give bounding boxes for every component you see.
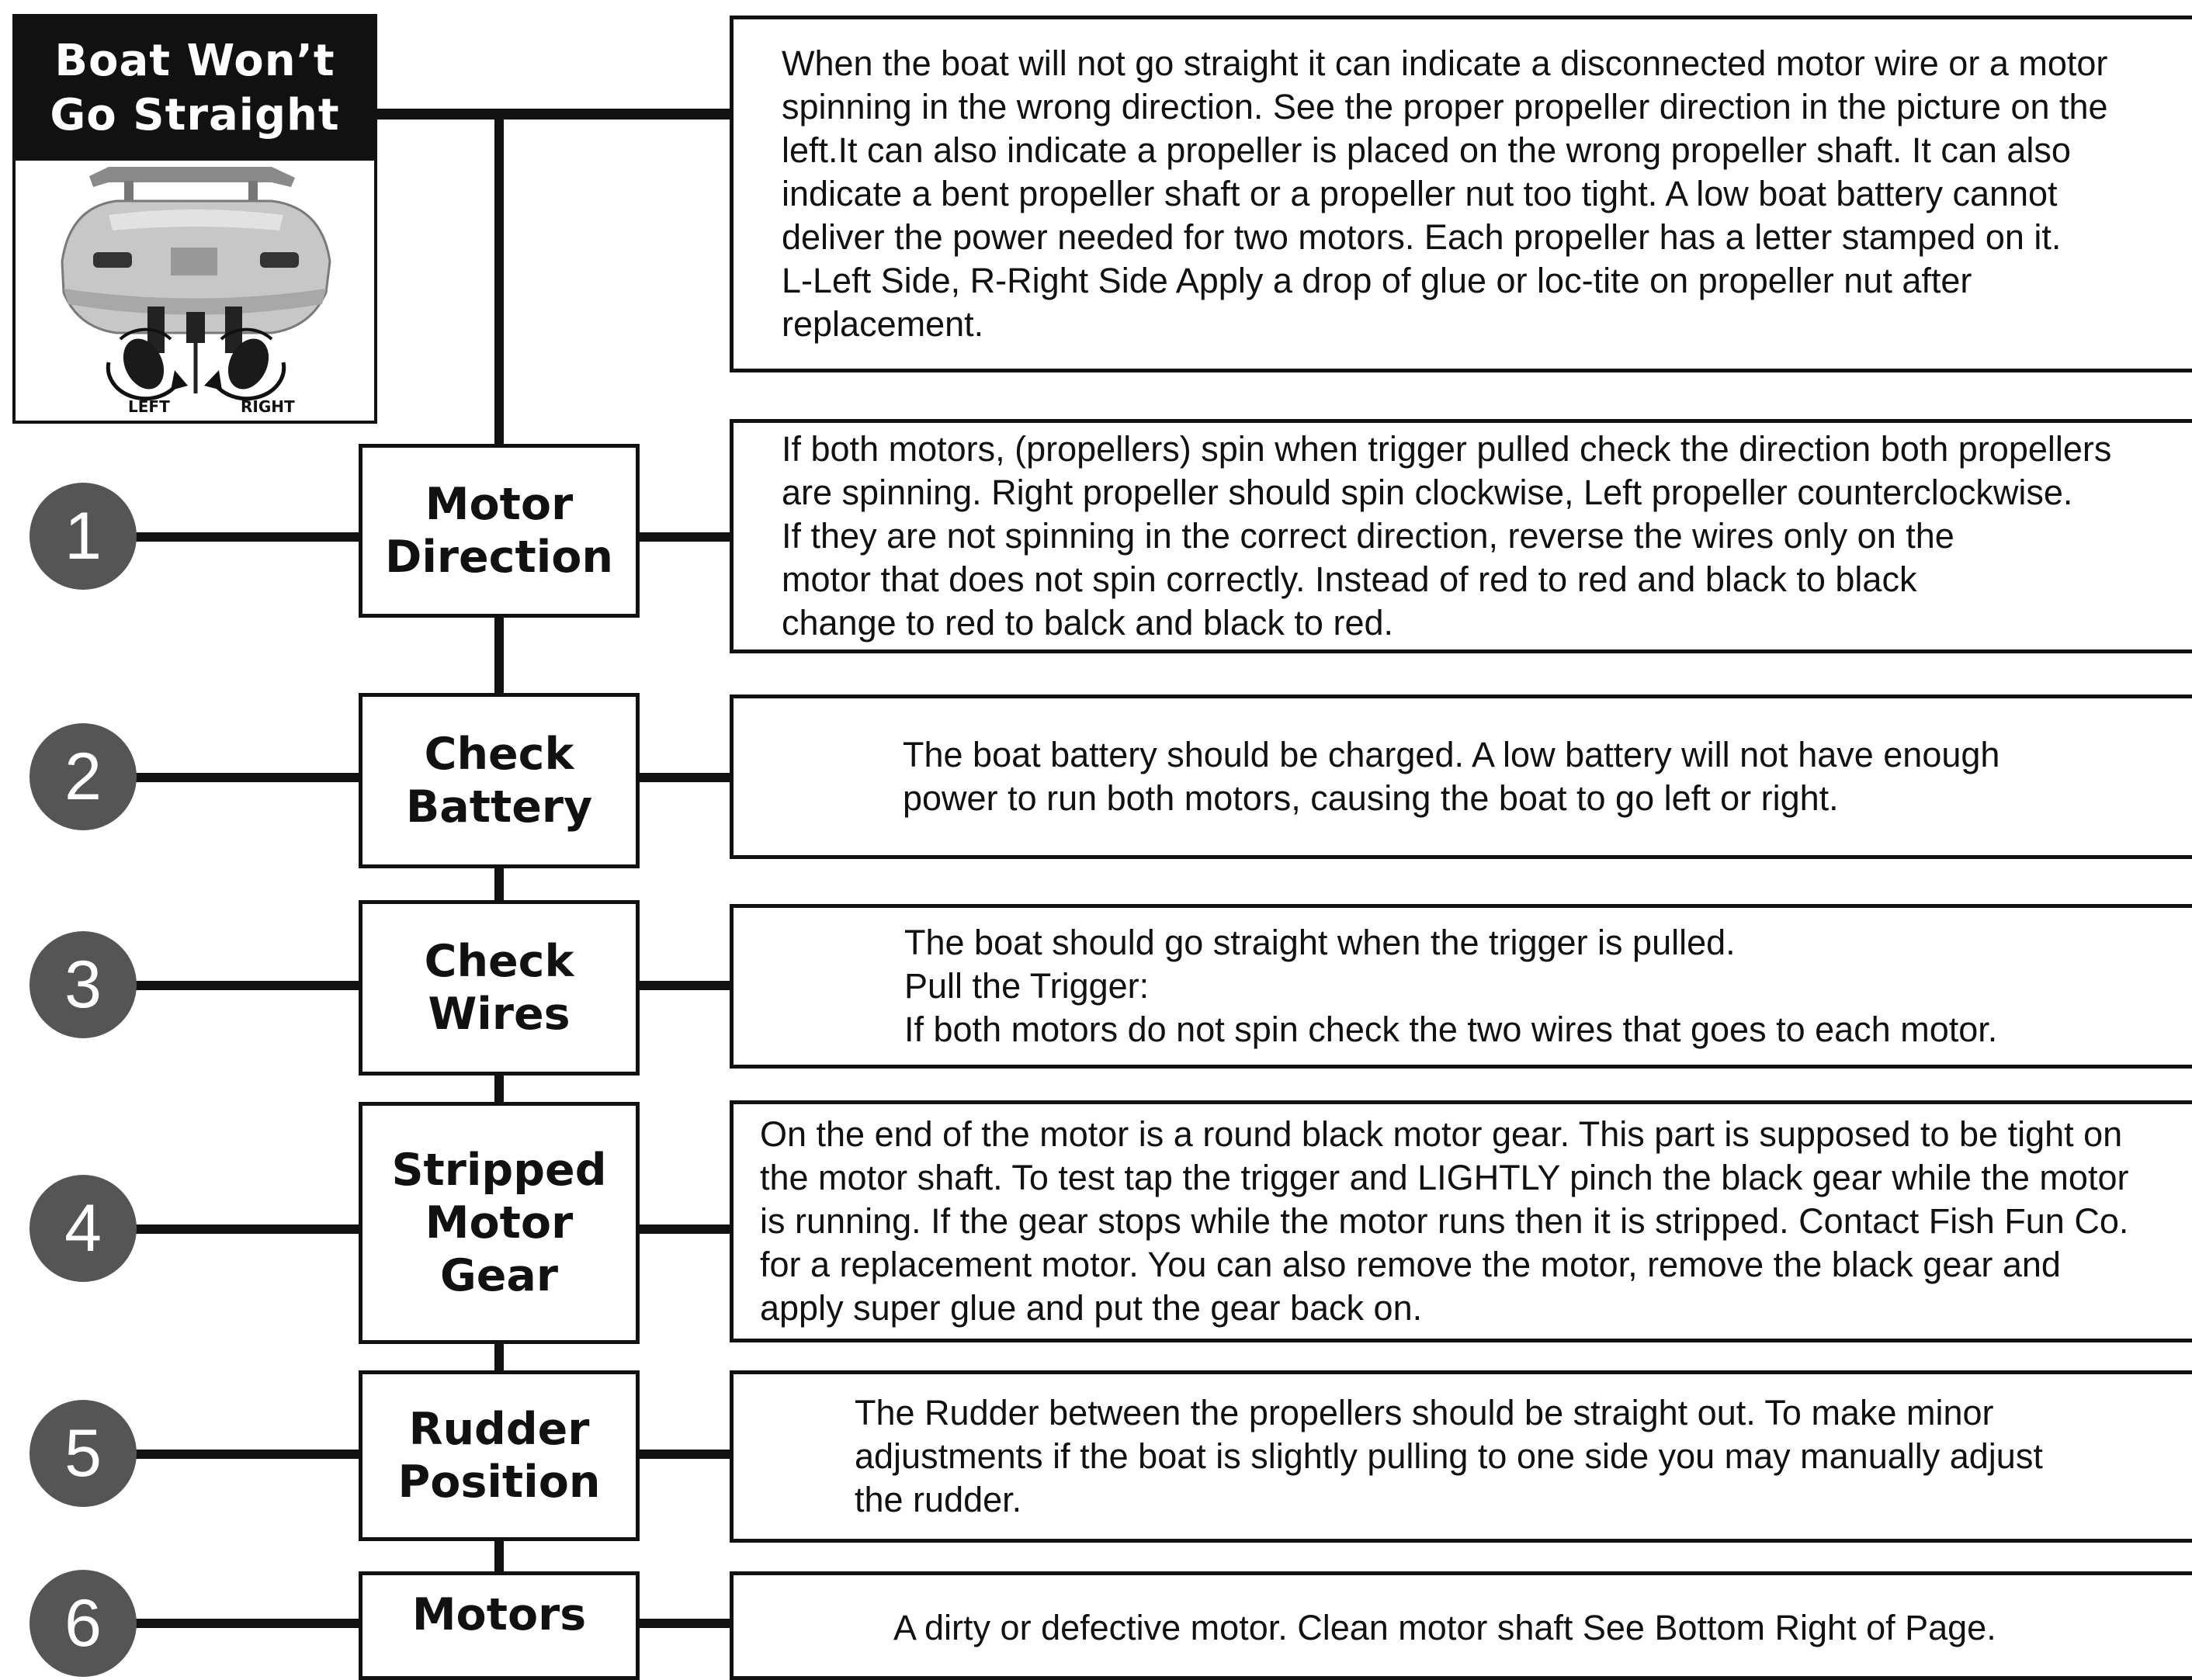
step-4-description-line: for a replacement motor. You can also re… bbox=[760, 1245, 2061, 1284]
step-1-description-line: motor that does not spin correctly. Inst… bbox=[782, 559, 1917, 599]
step-2-label-line: Battery bbox=[405, 781, 593, 833]
main-trunk-line bbox=[494, 115, 504, 445]
header-title-line-1: Boat Won’t bbox=[54, 36, 335, 86]
step-1-label-line: Direction bbox=[385, 532, 613, 583]
step-5-description-box: The Rudder between the propellers should… bbox=[730, 1370, 2192, 1543]
step-6-number-badge: 6 bbox=[29, 1570, 137, 1677]
step-4-label-box: Stripped Motor Gear bbox=[359, 1102, 640, 1344]
step-5-number-badge: 5 bbox=[29, 1400, 137, 1507]
step-3-description-line: The boat should go straight when the tri… bbox=[904, 923, 1736, 962]
step-3-description-line: Pull the Trigger: bbox=[904, 966, 1150, 1006]
step-3-label-box: Check Wires bbox=[359, 900, 640, 1076]
row5-right-connector bbox=[636, 1450, 731, 1459]
trunk-segment-4-5 bbox=[494, 1342, 504, 1372]
step-1-description-box: If both motors, (propellers) spin when t… bbox=[730, 419, 2192, 653]
step-2-number-badge: 2 bbox=[29, 723, 137, 830]
row6-right-connector bbox=[636, 1619, 731, 1628]
step-6-description-line: A dirty or defective motor. Clean motor … bbox=[893, 1608, 1996, 1647]
step-3-description-box: The boat should go straight when the tri… bbox=[730, 904, 2192, 1069]
row4-left-connector bbox=[132, 1224, 362, 1234]
header-description-line: deliver the power needed for two motors.… bbox=[782, 217, 2062, 257]
row3-right-connector bbox=[636, 981, 731, 990]
step-5-description-line: The Rudder between the propellers should… bbox=[855, 1393, 1994, 1432]
trunk-segment-5-6 bbox=[494, 1540, 504, 1573]
trunk-segment-2-3 bbox=[494, 868, 504, 902]
step-1-label-line: Motor bbox=[425, 479, 574, 530]
row6-left-connector bbox=[132, 1619, 362, 1628]
header-title-line-2: Go Straight bbox=[50, 90, 340, 140]
header-description-line: L-Left Side, R-Right Side Apply a drop o… bbox=[782, 261, 1972, 300]
row4-right-connector bbox=[636, 1224, 731, 1234]
step-3-label-line: Wires bbox=[428, 989, 571, 1040]
step-6-label-line: Motors bbox=[411, 1589, 587, 1640]
step-1-description-line: If they are not spinning in the correct … bbox=[782, 516, 1954, 556]
left-propeller-label: LEFT bbox=[128, 397, 170, 416]
row2-left-connector bbox=[132, 773, 362, 782]
step-6-description-box: A dirty or defective motor. Clean motor … bbox=[730, 1571, 2192, 1680]
step-4-number-badge: 4 bbox=[29, 1175, 137, 1282]
step-2-label-box: Check Battery bbox=[359, 693, 640, 868]
step-1-description-line: are spinning. Right propeller should spi… bbox=[782, 473, 2073, 512]
row2-right-connector bbox=[636, 773, 731, 782]
step-3-description-line: If both motors do not spin check the two… bbox=[904, 1010, 1998, 1049]
step-3-label-line: Check bbox=[424, 936, 574, 987]
header-description-line: replacement. bbox=[782, 304, 984, 344]
step-4-description-line: is running. If the gear stops while the … bbox=[760, 1201, 2129, 1241]
step-5-label-line: Rudder bbox=[408, 1404, 590, 1455]
row1-left-connector bbox=[132, 532, 362, 542]
header-connector-line bbox=[376, 109, 731, 120]
step-4-label-line: Gear bbox=[439, 1250, 559, 1301]
header-box: Boat Won’t Go Straight LEFT RIGHT bbox=[12, 14, 377, 424]
right-propeller-label: RIGHT bbox=[241, 397, 295, 416]
step-4-description-line: apply super glue and put the gear back o… bbox=[760, 1288, 1423, 1328]
step-4-label-line: Motor bbox=[425, 1197, 574, 1249]
step-5-description-line: the rudder. bbox=[855, 1480, 1022, 1519]
step-3-number-badge: 3 bbox=[29, 931, 137, 1038]
step-2-description-box: The boat battery should be charged. A lo… bbox=[730, 695, 2192, 859]
step-6-label-box: Motors bbox=[359, 1571, 640, 1680]
trunk-segment-3-4 bbox=[494, 1075, 504, 1104]
header-description-line: spinning in the wrong direction. See the… bbox=[782, 87, 2108, 126]
boat-illustration bbox=[61, 167, 331, 401]
header-description-line: left.It can also indicate a propeller is… bbox=[782, 130, 2071, 170]
header-description-box: When the boat will not go straight it ca… bbox=[730, 16, 2192, 372]
step-5-label-box: Rudder Position bbox=[359, 1370, 640, 1541]
header-description-line: indicate a bent propeller shaft or a pro… bbox=[782, 174, 2058, 213]
step-4-description-line: On the end of the motor is a round black… bbox=[760, 1114, 2123, 1154]
step-1-number-badge: 1 bbox=[29, 483, 137, 590]
trunk-segment-1-2 bbox=[494, 617, 504, 695]
step-4-description-line: the motor shaft. To test tap the trigger… bbox=[760, 1158, 2129, 1197]
step-4-label-line: Stripped bbox=[391, 1145, 607, 1196]
step-1-description-line: change to red to balck and black to red. bbox=[782, 603, 1394, 643]
step-1-label-box: Motor Direction bbox=[359, 444, 640, 618]
row5-left-connector bbox=[132, 1450, 362, 1459]
step-1-description-line: If both motors, (propellers) spin when t… bbox=[782, 429, 2112, 469]
header-title: Boat Won’t Go Straight bbox=[16, 17, 374, 161]
step-2-description-line: The boat battery should be charged. A lo… bbox=[903, 735, 2000, 774]
step-5-label-line: Position bbox=[397, 1457, 601, 1508]
step-5-description-line: adjustments if the boat is slightly pull… bbox=[855, 1436, 2043, 1476]
step-4-description-box: On the end of the motor is a round black… bbox=[730, 1100, 2192, 1342]
row3-left-connector bbox=[132, 981, 362, 990]
step-2-description-line: power to run both motors, causing the bo… bbox=[903, 778, 1839, 818]
header-description-line: When the boat will not go straight it ca… bbox=[782, 43, 2108, 83]
step-2-label-line: Check bbox=[424, 729, 574, 780]
row1-right-connector bbox=[636, 532, 731, 542]
